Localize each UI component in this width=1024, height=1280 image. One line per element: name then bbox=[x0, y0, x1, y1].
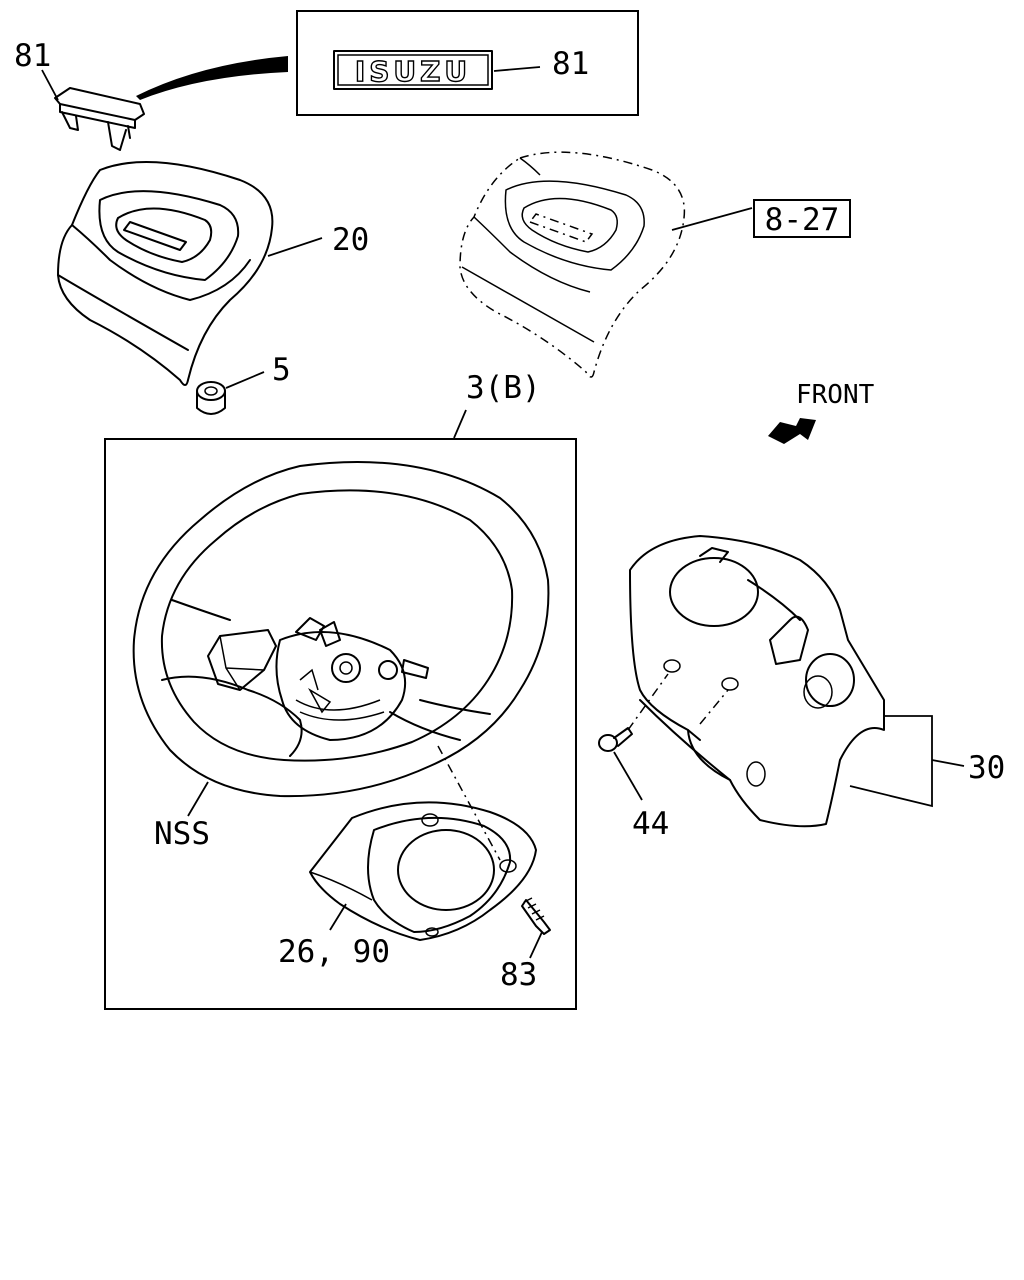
callout-nss: NSS bbox=[154, 816, 210, 852]
callout-44: 44 bbox=[632, 806, 669, 842]
leader-83 bbox=[529, 931, 543, 959]
callout-30: 30 bbox=[968, 750, 1005, 786]
leader-3b bbox=[453, 409, 467, 439]
callout-8-27: 8-27 bbox=[765, 202, 840, 238]
horn-pad-phantom bbox=[459, 151, 686, 378]
leader-81-emblem bbox=[493, 66, 541, 72]
callout-26-90: 26, 90 bbox=[278, 934, 390, 970]
callout-81-part: 81 bbox=[14, 38, 51, 74]
steering-wheel bbox=[132, 461, 550, 798]
lower-cover-26-90 bbox=[309, 801, 537, 941]
callout-81-emblem: 81 bbox=[552, 46, 589, 82]
leader-44 bbox=[613, 751, 643, 801]
steering-wheel-box bbox=[104, 438, 577, 1010]
leader-81-part bbox=[41, 69, 59, 101]
arrow-to-emblem bbox=[136, 56, 288, 100]
emblem-box bbox=[296, 10, 639, 116]
ref-box-8-27 bbox=[753, 199, 851, 238]
leader-8-27 bbox=[671, 207, 753, 231]
callout-3b: 3(B) bbox=[466, 370, 541, 406]
clip-part-81 bbox=[54, 87, 145, 151]
leader-5 bbox=[225, 371, 265, 389]
leader-30 bbox=[849, 715, 933, 808]
nut-5 bbox=[196, 381, 226, 415]
emblem-text: ISUZU bbox=[355, 55, 471, 88]
front-label: FRONT bbox=[796, 380, 875, 410]
callout-20: 20 bbox=[332, 222, 369, 258]
leader-20 bbox=[267, 237, 323, 257]
callout-83: 83 bbox=[500, 957, 537, 993]
horn-pad-20 bbox=[57, 161, 274, 386]
column-cover-30 bbox=[629, 535, 885, 828]
callout-5: 5 bbox=[272, 352, 291, 388]
leader-nss bbox=[187, 781, 209, 817]
screw-83 bbox=[521, 897, 551, 935]
screw-44 bbox=[598, 727, 633, 752]
leader-26-90 bbox=[329, 903, 347, 931]
front-arrow-icon bbox=[768, 418, 816, 444]
emblem-badge bbox=[333, 50, 493, 90]
